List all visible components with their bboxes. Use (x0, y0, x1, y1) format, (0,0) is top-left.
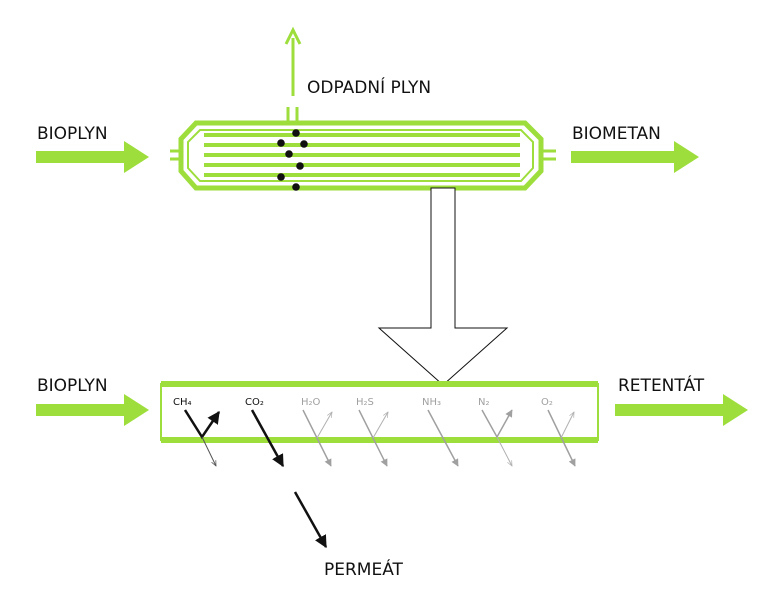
gas-label-h2s: H₂S (356, 397, 374, 408)
gas-labels: CH₄ CO₂ H₂O H₂S NH₃ N₂ O₂ (173, 397, 553, 408)
h2o-bounce-arrow (316, 412, 332, 439)
n2-pass-arrow (496, 436, 513, 466)
o2-bounce-arrow (560, 412, 575, 439)
biogas-inlet-arrow-top (36, 141, 149, 173)
gas-label-h2o: H₂O (301, 397, 321, 408)
label-biogas-top: BIOPLYN (37, 124, 108, 144)
detail-zoom-arrow (377, 187, 509, 386)
retentate-outlet-arrow (615, 394, 748, 426)
waste-gas-arrow (284, 26, 302, 96)
h2s-bounce-arrow (372, 412, 388, 439)
membrane-module (170, 107, 556, 191)
molecule-dots (277, 129, 308, 191)
ch4-bounce-arrow (183, 409, 221, 440)
label-retentate: RETENTÁT (618, 374, 705, 396)
n2-bounce-arrow (481, 409, 513, 439)
label-biomethane: BIOMETAN (572, 124, 661, 144)
gas-label-ch4: CH₄ (173, 397, 192, 408)
label-waste-gas: ODPADNÍ PLYN (307, 76, 431, 98)
gas-label-n2: N₂ (478, 397, 490, 408)
membrane-fibres (204, 133, 520, 177)
label-biogas-bottom: BIOPLYN (37, 376, 108, 396)
nh3-pass-arrow (427, 409, 459, 467)
waste-gas-nozzle (286, 107, 299, 125)
outlet-nozzle (539, 149, 556, 161)
co2-pass-arrow (250, 409, 285, 468)
gas-label-nh3: NH₃ (422, 397, 441, 408)
biogas-inlet-arrow-bottom (36, 394, 149, 426)
permeate-arrow (293, 491, 328, 549)
label-permeate: PERMEÁT (324, 558, 404, 580)
ch4-pass-arrow (201, 436, 217, 466)
gas-label-o2: O₂ (541, 397, 553, 408)
membrane-detail (160, 381, 599, 443)
gas-label-co2: CO₂ (245, 397, 264, 408)
inlet-nozzle (170, 149, 183, 161)
biomethane-outlet-arrow (571, 141, 699, 173)
permeation-arrows (183, 409, 576, 549)
